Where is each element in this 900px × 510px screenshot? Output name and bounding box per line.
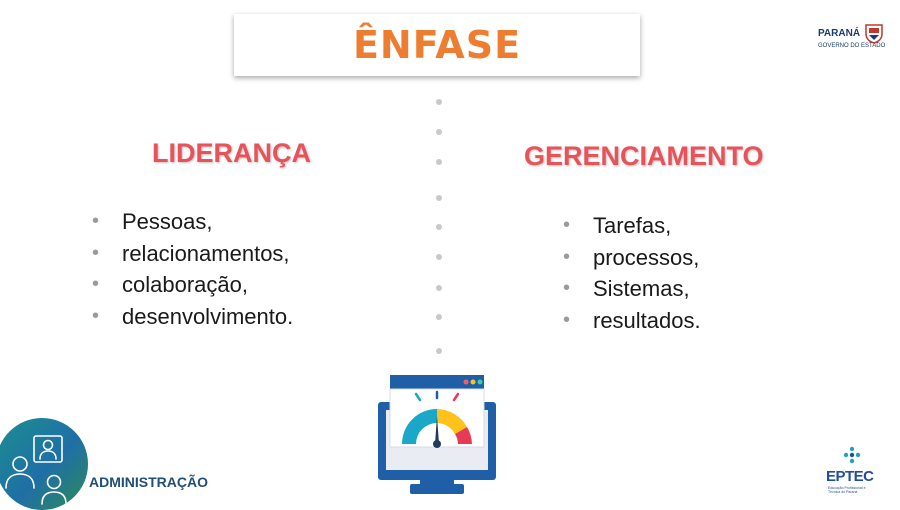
list-item: processos, xyxy=(563,242,701,274)
management-list: Tarefas, processos, Sistemas, resultados… xyxy=(563,210,701,336)
eptec-logo: EPTEC Educação Profissional e Técnica do… xyxy=(820,446,884,502)
list-item: colaboração, xyxy=(92,269,293,301)
divider-dot xyxy=(436,129,442,135)
divider-dot xyxy=(436,195,442,201)
parana-logo: PARANÁ GOVERNO DO ESTADO xyxy=(818,24,888,58)
eptec-logo-subtitle: Educação Profissional e Técnica do Paran… xyxy=(828,486,866,494)
divider-dot xyxy=(436,254,442,260)
divider-dot xyxy=(436,314,442,320)
divider-dot xyxy=(436,159,442,165)
list-item: Sistemas, xyxy=(563,273,701,305)
divider-dot xyxy=(436,224,442,230)
divider-dot xyxy=(436,99,442,105)
administration-badge xyxy=(0,418,88,510)
management-heading: GERENCIAMENTO xyxy=(524,141,764,171)
list-item: resultados. xyxy=(563,305,701,337)
list-item: desenvolvimento. xyxy=(92,301,293,333)
list-item: Pessoas, xyxy=(92,206,293,238)
parana-logo-name: PARANÁ xyxy=(818,28,861,39)
divider-dot xyxy=(436,285,442,291)
administration-label: ADMINISTRAÇÃO xyxy=(89,474,208,490)
parana-logo-subtitle: GOVERNO DO ESTADO xyxy=(818,43,886,49)
person-icons xyxy=(5,435,67,505)
eptec-dots-icon xyxy=(843,446,861,464)
eptec-logo-name: EPTEC xyxy=(826,468,874,485)
leadership-heading: LIDERANÇA xyxy=(152,138,311,168)
divider-dot xyxy=(436,348,442,354)
list-item: relacionamentos, xyxy=(92,238,293,270)
parana-shield-icon xyxy=(865,24,883,44)
monitor-gauge-icon xyxy=(372,372,502,500)
list-item: Tarefas, xyxy=(563,210,701,242)
title-box: ÊNFASE xyxy=(234,14,640,76)
page-title: ÊNFASE xyxy=(352,23,522,67)
leadership-list: Pessoas, relacionamentos, colaboração, d… xyxy=(92,206,293,332)
